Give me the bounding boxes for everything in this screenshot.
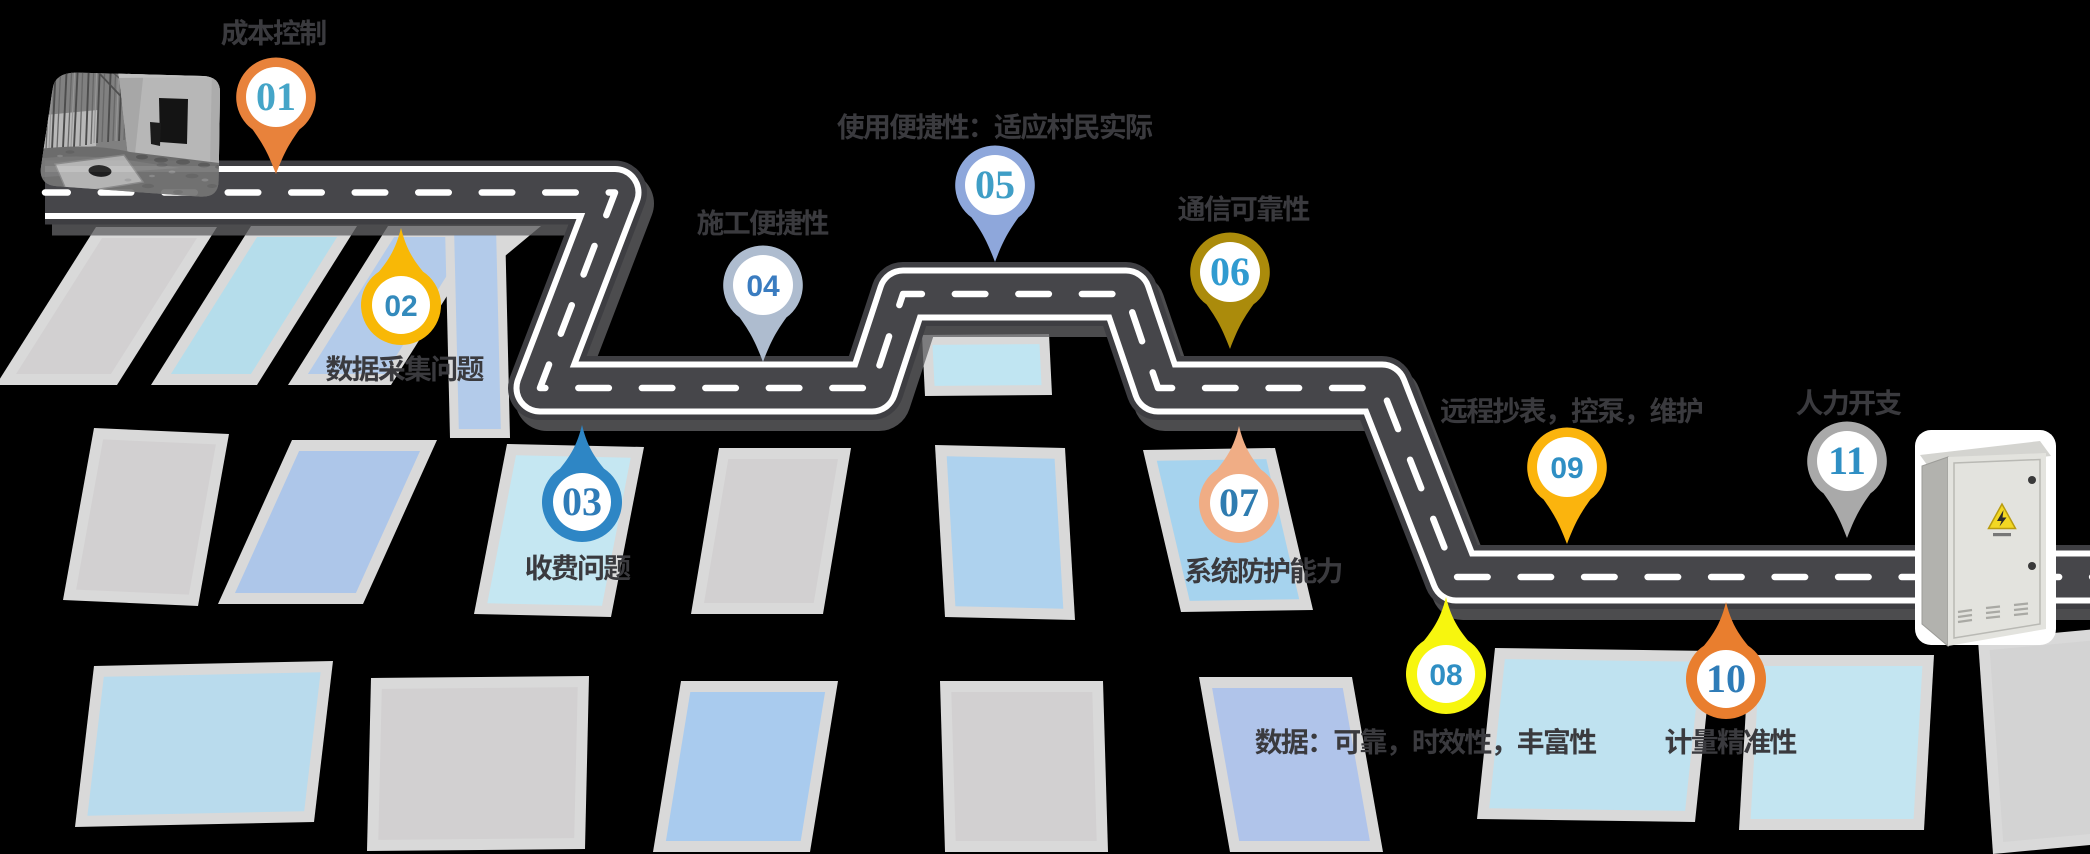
svg-text:02: 02 bbox=[384, 290, 417, 323]
svg-text:10: 10 bbox=[1706, 656, 1746, 701]
svg-text:01: 01 bbox=[256, 74, 296, 119]
svg-text:04: 04 bbox=[746, 270, 780, 303]
svg-text:11: 11 bbox=[1828, 438, 1866, 483]
svg-text:09: 09 bbox=[1550, 452, 1583, 485]
svg-text:05: 05 bbox=[975, 162, 1015, 207]
svg-text:08: 08 bbox=[1429, 659, 1462, 692]
svg-text:06: 06 bbox=[1210, 249, 1250, 294]
svg-text:03: 03 bbox=[562, 479, 602, 524]
svg-text:07: 07 bbox=[1219, 480, 1259, 525]
